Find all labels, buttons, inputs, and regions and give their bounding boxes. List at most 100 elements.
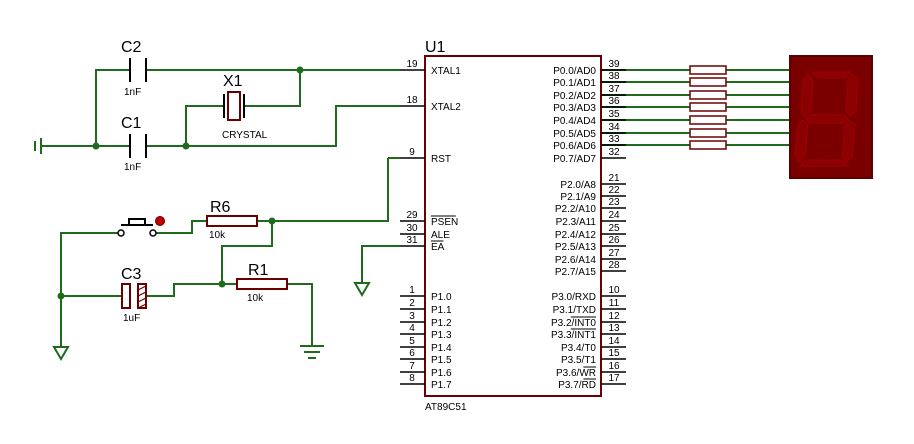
r1-value: 10k xyxy=(247,293,264,304)
pin-number: 37 xyxy=(608,84,620,95)
capacitor-c2[interactable] xyxy=(129,58,147,82)
mcu-left-pins: 19XTAL118XTAL29RST29PSEN30ALE31EA1P1.02P… xyxy=(400,59,461,391)
p0-resistor[interactable] xyxy=(689,65,727,75)
pin-label: P0.6/AD6 xyxy=(553,141,596,152)
pin-label: P1.5 xyxy=(431,355,452,366)
junction-dot xyxy=(92,142,100,150)
mcu-pin-p1-4: 5P1.4 xyxy=(400,336,452,354)
segment-b xyxy=(845,73,859,117)
pin-label: P2.5/A13 xyxy=(555,242,597,253)
pin-label: P3.2/INT0 xyxy=(551,318,596,329)
segment-a xyxy=(810,71,852,79)
pin-number: 25 xyxy=(608,223,620,234)
pin-label: P0.3/AD3 xyxy=(553,103,596,114)
pin-label: XTAL2 xyxy=(431,102,461,113)
mcu-part: AT89C51 xyxy=(425,402,467,413)
p0-resistor[interactable] xyxy=(689,102,727,112)
pin-number: 21 xyxy=(608,173,620,184)
junction-dot xyxy=(57,292,65,300)
pin-label: P0.5/AD5 xyxy=(553,129,596,140)
pin-label: P2.3/A11 xyxy=(556,217,597,228)
pin-label: P3.4/T0 xyxy=(561,343,596,354)
c3-value: 1uF xyxy=(123,313,140,324)
pin-label: P2.4/A12 xyxy=(555,230,597,241)
pin-number: 14 xyxy=(608,336,620,347)
pin-label: P1.7 xyxy=(431,380,452,391)
c1-value: 1nF xyxy=(124,162,141,173)
pin-label: P3.6/WR xyxy=(556,368,596,379)
capacitor-c1[interactable] xyxy=(129,134,147,158)
c1-ref: C1 xyxy=(121,115,142,132)
resistor-r6[interactable] xyxy=(206,215,258,227)
p0-resistor[interactable] xyxy=(689,77,727,87)
pin-label: P1.0 xyxy=(431,292,452,303)
pin-label: P3.7/RD xyxy=(558,380,596,391)
junction-dot xyxy=(268,217,276,225)
p0-resistor[interactable] xyxy=(689,90,727,100)
seven-segment-display[interactable] xyxy=(789,55,873,179)
pin-label: P1.4 xyxy=(431,343,452,354)
pin-number: 12 xyxy=(608,311,620,322)
segment-f xyxy=(800,73,814,117)
pin-label: P1.1 xyxy=(431,305,452,316)
pin-number: 1 xyxy=(409,285,415,296)
p0-resistor[interactable] xyxy=(689,115,727,125)
p0-resistor[interactable] xyxy=(689,140,727,150)
pin-label: P0.2/AD2 xyxy=(553,91,596,102)
pin-label: RST xyxy=(431,154,451,165)
r6-ref: R6 xyxy=(210,199,231,216)
mcu-pin-p1-3: 4P1.3 xyxy=(400,323,452,341)
pin-label: P2.7/A15 xyxy=(555,267,597,278)
c3-ref: C3 xyxy=(121,266,142,283)
capacitor-c3[interactable] xyxy=(121,283,147,309)
resistor-r1[interactable] xyxy=(236,278,288,290)
mcu-pin-p1-5: 6P1.5 xyxy=(400,348,452,366)
pin-number: 4 xyxy=(409,323,415,334)
pin-number: 2 xyxy=(409,298,415,309)
pin-number: 31 xyxy=(406,235,418,246)
pin-number: 23 xyxy=(608,197,620,208)
reset-pushbutton[interactable] xyxy=(117,216,165,237)
p0-resistor-array xyxy=(689,65,727,150)
pin-label: P0.7/AD7 xyxy=(553,154,596,165)
pin-number: 38 xyxy=(608,71,620,82)
junction-dot xyxy=(182,142,190,150)
pin-label: P1.3 xyxy=(431,330,452,341)
mcu-u1[interactable] xyxy=(424,55,602,397)
crystal-x1[interactable] xyxy=(223,91,245,121)
pin-number: 18 xyxy=(406,95,418,106)
pin-number: 5 xyxy=(409,336,415,347)
pin-number: 8 xyxy=(409,373,415,384)
display-segments xyxy=(794,71,859,167)
junction-dot xyxy=(296,66,304,74)
pin-number: 33 xyxy=(608,134,620,145)
pin-number: 16 xyxy=(608,361,620,372)
pin-number: 13 xyxy=(608,323,620,334)
segment-g xyxy=(805,114,849,124)
p0-resistor[interactable] xyxy=(689,128,727,138)
pin-label: P1.6 xyxy=(431,368,452,379)
mcu-pin-p1-6: 7P1.6 xyxy=(400,361,452,379)
pin-label: P2.0/A8 xyxy=(560,180,596,191)
pin-label: PSEN xyxy=(431,217,458,228)
